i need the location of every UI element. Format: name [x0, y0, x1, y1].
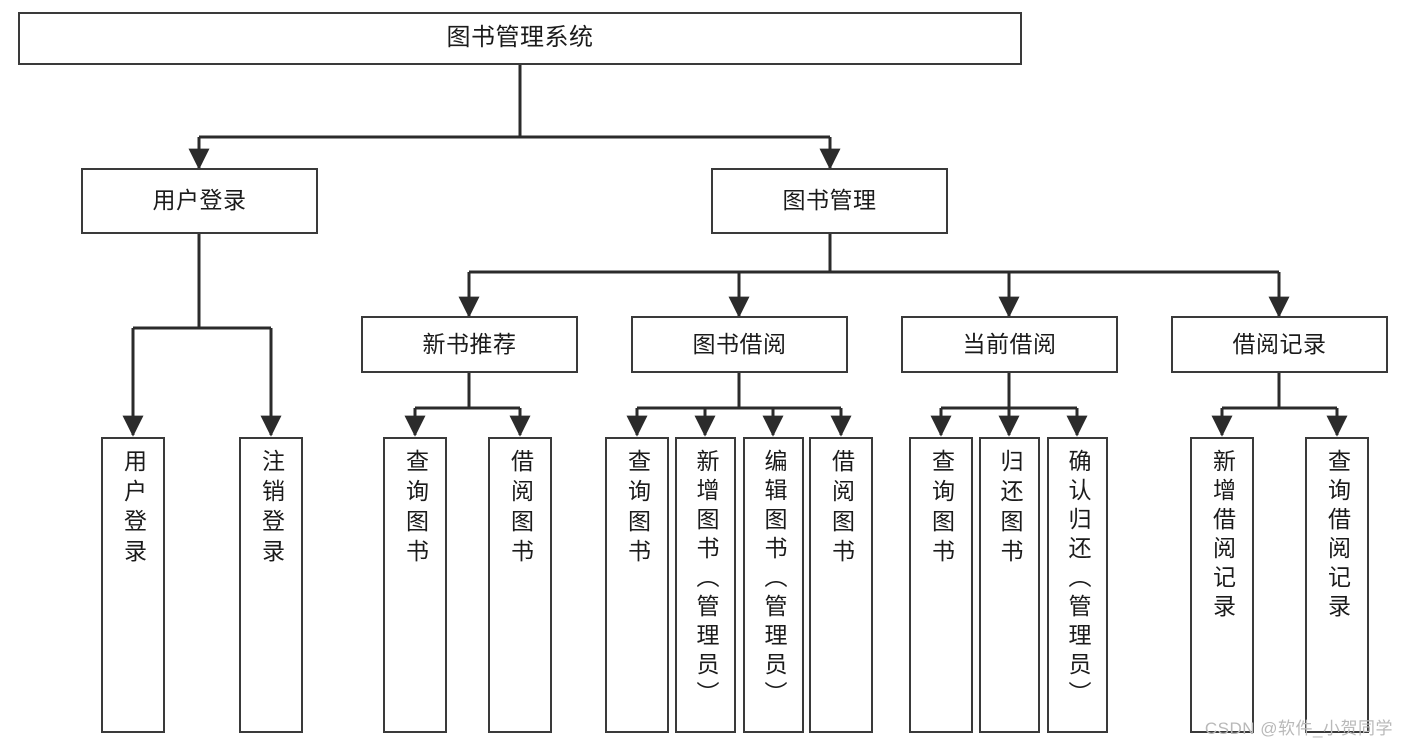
- leaf-logout-label: 注销登录: [258, 449, 285, 569]
- leaf-query-book-current-label: 查询图书: [928, 449, 955, 569]
- leaf-query-book-borrow[interactable]: 查询图书: [605, 437, 669, 733]
- node-book-management[interactable]: 图书管理: [711, 168, 948, 234]
- leaf-add-book-admin-label: 新增图书（管理员）: [693, 449, 719, 710]
- leaf-query-borrow-record-label: 查询借阅记录: [1324, 449, 1351, 623]
- leaf-edit-book-admin[interactable]: 编辑图书（管理员）: [743, 437, 804, 733]
- leaf-borrow-book-newbook[interactable]: 借阅图书: [488, 437, 552, 733]
- watermark: CSDN @软件_小贺同学: [1204, 719, 1393, 738]
- node-borrow-record-label: 借阅记录: [1232, 330, 1327, 357]
- leaf-return-book-label: 归还图书: [997, 449, 1023, 569]
- leaf-query-borrow-record[interactable]: 查询借阅记录: [1305, 437, 1369, 733]
- leaf-add-borrow-record-label: 新增借阅记录: [1209, 449, 1236, 623]
- leaf-add-book-admin[interactable]: 新增图书（管理员）: [675, 437, 736, 733]
- node-current-borrow-label: 当前借阅: [962, 330, 1057, 357]
- node-new-book-recommend[interactable]: 新书推荐: [361, 316, 578, 373]
- leaf-query-book-newbook[interactable]: 查询图书: [383, 437, 447, 733]
- leaf-borrow-book-borrow[interactable]: 借阅图书: [809, 437, 873, 733]
- node-root-label: 图书管理系统: [446, 24, 594, 52]
- leaf-query-book-current[interactable]: 查询图书: [909, 437, 973, 733]
- leaf-query-book-borrow-label: 查询图书: [624, 449, 651, 569]
- node-new-book-recommend-label: 新书推荐: [422, 330, 517, 357]
- node-current-borrow[interactable]: 当前借阅: [901, 316, 1118, 373]
- node-book-borrow-label: 图书借阅: [692, 330, 787, 357]
- leaf-confirm-return-admin-label: 确认归还（管理员）: [1065, 449, 1091, 710]
- leaf-query-book-newbook-label: 查询图书: [402, 449, 429, 569]
- node-book-management-label: 图书管理: [782, 187, 877, 214]
- node-book-borrow[interactable]: 图书借阅: [631, 316, 848, 373]
- node-borrow-record[interactable]: 借阅记录: [1171, 316, 1388, 373]
- leaf-borrow-book-newbook-label: 借阅图书: [507, 449, 534, 569]
- leaf-add-borrow-record[interactable]: 新增借阅记录: [1190, 437, 1254, 733]
- leaf-logout[interactable]: 注销登录: [239, 437, 303, 733]
- leaf-return-book[interactable]: 归还图书: [979, 437, 1040, 733]
- leaf-borrow-book-borrow-label: 借阅图书: [828, 449, 855, 569]
- node-user-login[interactable]: 用户登录: [81, 168, 318, 234]
- node-root[interactable]: 图书管理系统: [18, 12, 1022, 65]
- leaf-user-login-label: 用户登录: [120, 449, 147, 569]
- leaf-confirm-return-admin[interactable]: 确认归还（管理员）: [1047, 437, 1108, 733]
- leaf-edit-book-admin-label: 编辑图书（管理员）: [761, 449, 787, 710]
- leaf-user-login[interactable]: 用户登录: [101, 437, 165, 733]
- node-user-login-label: 用户登录: [152, 187, 247, 214]
